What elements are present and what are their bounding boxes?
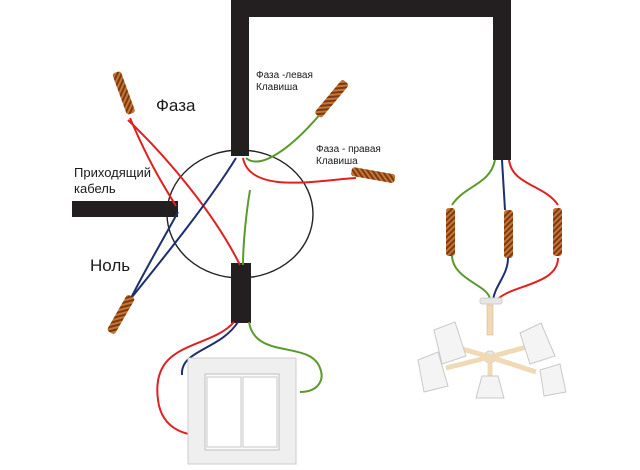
label-incoming-cable-line2: кабель	[74, 181, 116, 196]
lamp-shade	[433, 321, 467, 365]
junction-box	[166, 149, 314, 279]
switch-green-down	[248, 321, 323, 393]
label-incoming-cable: Приходящий кабель	[74, 165, 151, 197]
twist-neutral-bottom-left	[107, 295, 135, 334]
right-key-wire-top	[242, 157, 357, 184]
label-phase-left-key-line2: Клавиша	[256, 82, 298, 93]
twist-lamp-left	[446, 208, 455, 256]
switch-red-down	[156, 321, 235, 437]
lamp-shade	[539, 363, 567, 397]
switch-right-key	[242, 376, 278, 448]
twist-phase-top-left	[112, 71, 135, 115]
twist-lamp-middle	[504, 210, 513, 258]
lamp-shade	[519, 322, 556, 365]
lamp-blue-down	[492, 257, 509, 301]
twist-left-key	[315, 80, 349, 118]
label-incoming-cable-line1: Приходящий	[74, 165, 151, 180]
twist-lamp-right	[553, 208, 562, 256]
switch-left-key	[206, 376, 242, 448]
lamp-shade	[417, 351, 449, 393]
label-neutral: Ноль	[90, 256, 131, 275]
neutral-wire-in	[129, 211, 179, 301]
double-switch	[187, 357, 297, 465]
label-phase: Фаза	[156, 96, 196, 115]
phase-wire-to-switch	[127, 119, 241, 266]
lamp-red-down	[496, 257, 559, 301]
twist-right-key	[351, 167, 396, 183]
switch-left-key-wire	[242, 189, 251, 266]
label-phase-right-key-line2: Клавиша	[316, 156, 358, 167]
label-phase-left-key: Фаза -левая Клавиша	[256, 70, 313, 94]
lamp-red-up	[508, 159, 559, 206]
incoming-cable	[72, 201, 178, 217]
ceiling-cable	[231, 0, 511, 160]
phase-wire-in	[129, 117, 177, 207]
chandelier	[417, 297, 567, 399]
switch-blue-down	[180, 321, 239, 376]
label-phase-right-key-line1: Фаза - правая	[316, 144, 381, 155]
neutral-wire-to-lamp	[127, 157, 237, 303]
lamp-green-up	[451, 159, 496, 206]
switch-cable	[231, 263, 251, 323]
lamp-blue-up	[501, 159, 506, 211]
lamp-shade	[475, 375, 505, 399]
label-phase-right-key: Фаза - правая Клавиша	[316, 144, 381, 168]
left-key-wire-top	[245, 111, 323, 163]
lamp-green-down	[451, 254, 491, 301]
label-phase-left-key-line1: Фаза -левая	[256, 70, 313, 81]
